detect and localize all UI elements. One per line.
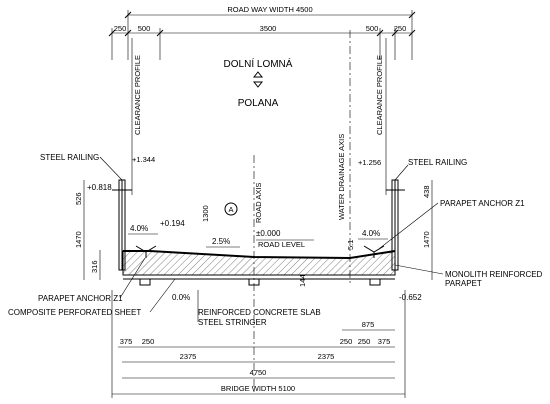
bottom-dimensions: 875 375 250 250 250 375 2375 2375 4750 B… [111,290,406,398]
water-drainage-label: WATER DRAINAGE AXIS [337,134,346,220]
level-1344: +1.344 [132,155,155,164]
rc-slab-label: REINFORCED CONCRETE SLAB [198,308,321,317]
bdim-875: 875 [362,320,375,329]
stringer-left [139,278,151,286]
arrow-down-icon [252,81,264,88]
levels: +1.344 +1.256 +0.818 +0.194 ±0.000 -0.65… [87,155,422,302]
bdim-2375-left: 2375 [180,352,197,361]
vdim-1300: 1300 [201,205,210,222]
parapet-anchor-right-label: PARAPET ANCHOR Z1 [440,199,525,208]
slope-right: 4.0% [362,229,380,238]
arrow-up-icon [252,71,264,78]
vdim-1470-left: 1470 [74,231,83,248]
deck-structure [122,245,396,286]
vdim-526: 526 [74,192,83,205]
bdim-2375-right: 2375 [318,352,335,361]
concrete-slab [122,250,396,276]
clearance-profile-left: CLEARANCE PROFILE [133,55,142,135]
bdim-250-a: 250 [340,337,353,346]
direction-upper: DOLNÍ LOMNÁ [224,57,293,70]
dim-3500: 3500 [260,24,277,33]
section-marker [224,202,238,216]
steel-railing-left-label: STEEL RAILING [40,153,99,162]
composite-sheet-label: COMPOSITE PERFORATED SHEET [8,308,141,317]
vertical-dimensions: 526 1470 316 1300 144 5.1 438 1470 [74,180,433,287]
clearance-profile-right: CLEARANCE PROFILE [375,55,384,135]
level-1256: +1.256 [358,158,381,167]
callouts: STEEL RAILING STEEL RAILING PARAPET ANCH… [8,153,543,327]
vdim-1470-right: 1470 [422,231,431,248]
dim-250-left: 250 [114,24,127,33]
level-0000: ±0.000 [256,229,281,238]
parapet-anchor-left-label: PARAPET ANCHOR Z1 [38,294,123,303]
bdim-250-left: 250 [142,337,155,346]
dim-500-left: 500 [138,24,151,33]
slope-bottom: 0.0% [172,293,190,302]
slopes: 4.0% 2.5% 4.0% 0.0% [128,224,388,302]
road-level-label: ROAD LEVEL [258,240,305,249]
road-axis-label: ROAD AXIS [254,183,263,223]
clearance-profiles: CLEARANCE PROFILE CLEARANCE PROFILE [131,38,387,195]
steel-stringer-label: STEEL STRINGER [198,318,267,327]
bridge-width-label: BRIDGE WIDTH 5100 [221,384,295,393]
steel-railing-right-label: STEEL RAILING [408,158,467,167]
bdim-250-b: 250 [358,337,371,346]
direction-lower: POLANA [238,98,279,109]
bdim-375-right: 375 [378,337,391,346]
slope-mid: 2.5% [212,237,230,246]
level-0818: +0.818 [87,183,112,192]
direction-labels: DOLNÍ LOMNÁ POLANA [224,57,293,109]
vdim-51: 5.1 [346,240,355,250]
level-0194: +0.194 [160,219,185,228]
slope-left: 4.0% [130,224,148,233]
level-0652: -0.652 [399,293,422,302]
anchor-right [363,245,385,258]
bdim-375-left: 375 [120,337,133,346]
dim-500-right: 500 [366,24,379,33]
stringer-mid [248,278,260,286]
vdim-316: 316 [90,260,99,273]
vdim-144: 144 [298,274,307,287]
stringer-right [369,278,381,286]
dim-250-right: 250 [394,24,407,33]
bdim-4750: 4750 [250,368,267,377]
road-way-width-label: ROAD WAY WIDTH 4500 [227,5,312,14]
vdim-438: 438 [422,185,431,198]
monolith-label-1: MONOLITH REINFORCED [445,270,543,279]
top-dimensions: ROAD WAY WIDTH 4500 250 500 3500 500 250 [108,5,416,60]
anchor-left [135,245,157,258]
axis-lines: ROAD AXIS WATER DRAINAGE AXIS A [224,30,351,395]
monolith-label-2: PARAPET [445,279,482,288]
section-marker-label: A [228,205,233,214]
